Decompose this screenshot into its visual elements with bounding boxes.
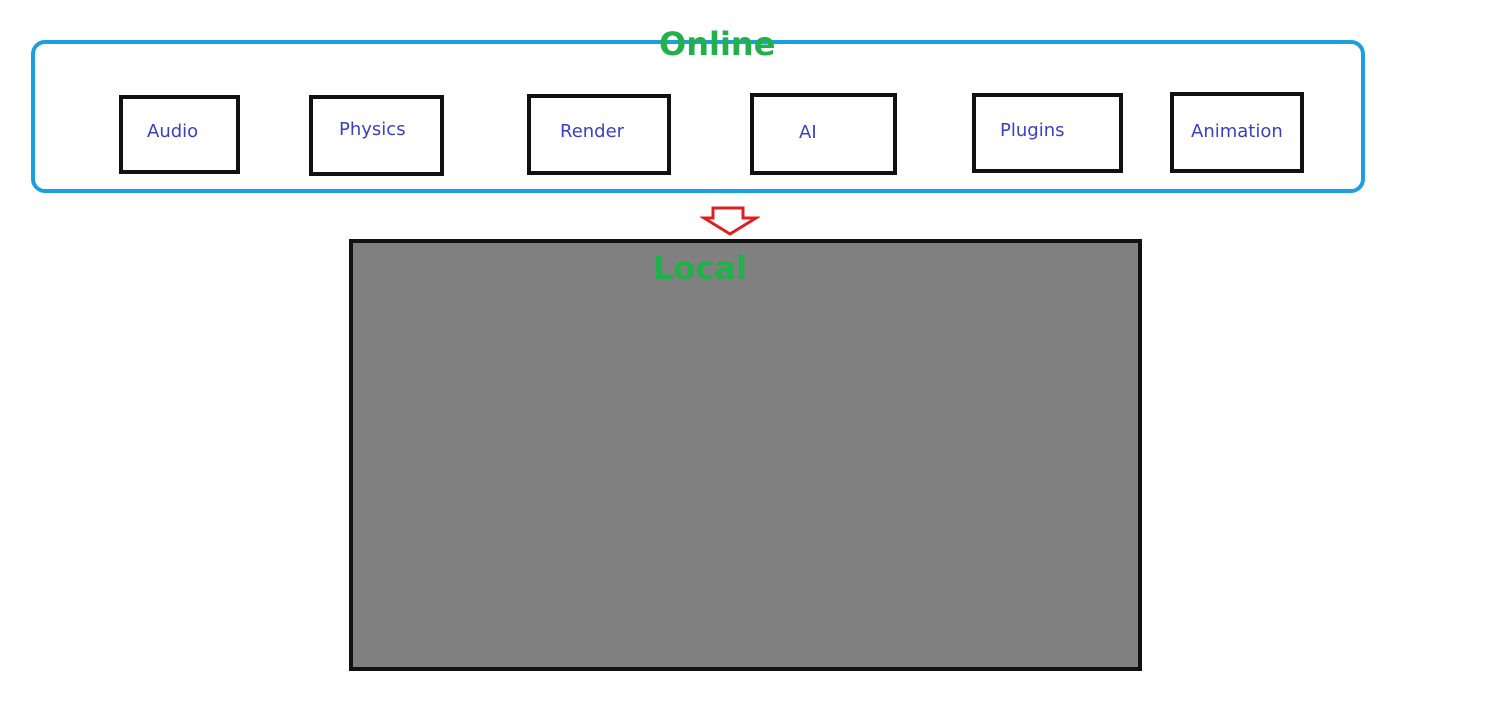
down-arrow-icon [700,206,760,236]
module-label-physics: Physics [339,119,406,140]
online-container [31,40,1365,193]
module-box-render [527,94,671,175]
module-label-animation: Animation [1191,121,1283,142]
local-box [349,239,1142,671]
module-label-ai: AI [799,122,817,143]
module-box-ai [750,93,897,175]
module-label-render: Render [560,121,625,142]
module-box-physics [309,95,444,176]
online-title: Online [659,25,776,63]
module-box-animation [1170,92,1304,173]
module-label-audio: Audio [147,121,199,142]
module-box-plugins [972,93,1123,173]
module-label-plugins: Plugins [1000,120,1065,141]
module-box-audio [119,95,240,174]
local-title: Local [653,249,747,287]
